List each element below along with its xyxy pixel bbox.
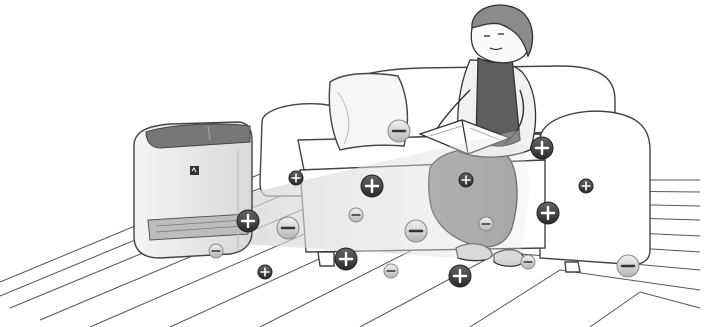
- minus-ion-icon: [277, 217, 299, 239]
- plus-ion-icon: [537, 202, 559, 224]
- minus-ion-icon: [479, 217, 493, 231]
- plus-ion-icon: [449, 265, 471, 287]
- minus-ion-icon: [405, 220, 427, 242]
- minus-ion-icon: [384, 264, 398, 278]
- plus-ion-icon: [361, 175, 383, 197]
- minus-ion-icon: [209, 244, 223, 258]
- minus-ion-icon: [388, 120, 410, 142]
- minus-ion-icon: [617, 255, 639, 277]
- plus-ion-icon: [289, 171, 303, 185]
- minus-ion-icon: [349, 208, 363, 222]
- plus-ion-icon: [531, 137, 553, 159]
- plus-ion-icon: [237, 210, 259, 232]
- plus-ion-icon: [258, 265, 272, 279]
- minus-ion-icon: [521, 255, 535, 269]
- plus-ion-icon: [579, 179, 593, 193]
- plus-ion-icon: [335, 248, 357, 270]
- plus-ion-icon: [459, 173, 473, 187]
- air-purifier-icon: [134, 122, 252, 258]
